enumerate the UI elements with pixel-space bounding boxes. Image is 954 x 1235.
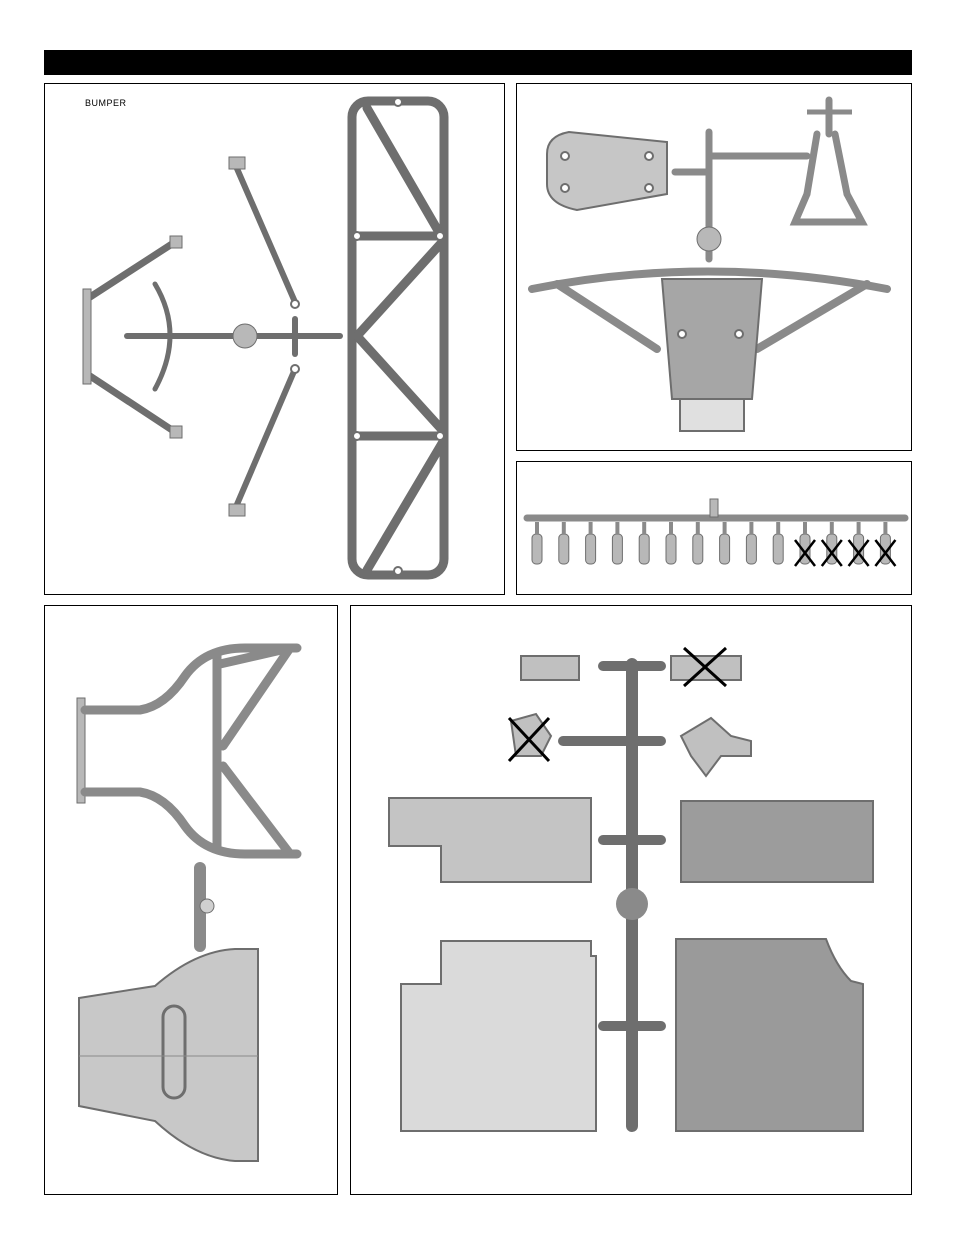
rod-ends-drawing	[517, 462, 912, 595]
rod-end	[875, 522, 895, 566]
rod-end	[720, 522, 730, 564]
panel-rod-ends	[516, 461, 912, 595]
header-bar	[44, 50, 912, 75]
rod-end	[693, 522, 703, 564]
rod-end	[586, 522, 596, 564]
rod-end	[746, 522, 756, 564]
rod-end	[559, 522, 569, 564]
bumper-parts-drawing	[45, 84, 505, 595]
rod-end	[532, 522, 542, 564]
panel-chassis	[44, 605, 338, 1195]
rod-end	[639, 522, 649, 564]
rod-end	[612, 522, 622, 564]
rod-end	[666, 522, 676, 564]
sprue-b-parts-drawing	[351, 606, 912, 1195]
front-plate-parts-drawing	[517, 84, 912, 451]
rod-end	[849, 522, 869, 566]
panel-front-plate	[516, 83, 912, 451]
rod-end	[773, 522, 783, 564]
chassis-parts-drawing	[45, 606, 338, 1195]
panel-sprue-b	[350, 605, 912, 1195]
rod-end	[795, 522, 815, 566]
rod-end	[822, 522, 842, 566]
panel-bumper: BUMPER	[44, 83, 505, 595]
